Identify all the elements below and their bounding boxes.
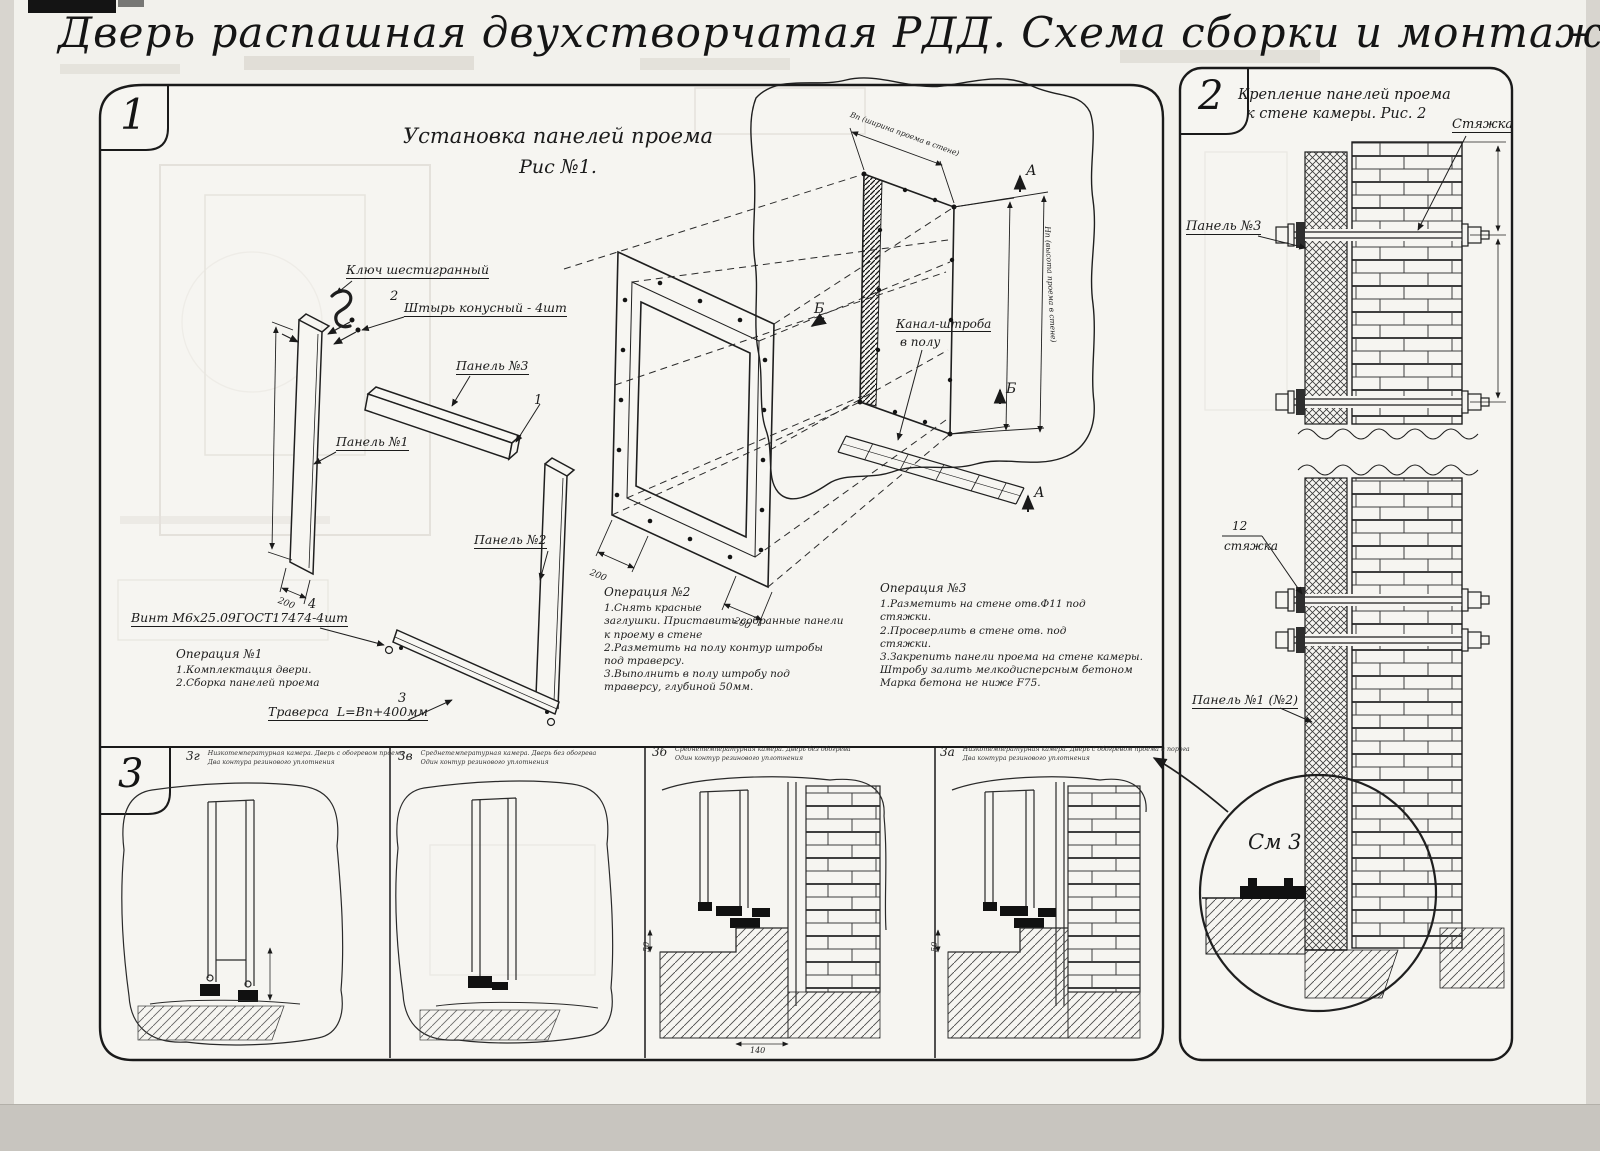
section-3-number: 3 bbox=[118, 751, 144, 797]
label-pin: Штырь конусный - 4шт bbox=[404, 300, 567, 317]
operation-3-block: Операция №3 1.Разметить на стене отв.Ф11… bbox=[880, 581, 1143, 690]
operation-2-title: Операция №2 bbox=[604, 585, 691, 599]
label-panel12: Панель №1 (№2) bbox=[1192, 692, 1299, 709]
section-mark-b-right: Б bbox=[1006, 381, 1017, 397]
dim-140-view3b: 140 bbox=[750, 1046, 766, 1055]
view-3v-id: 3в bbox=[398, 749, 413, 763]
label-channel-line1: Канал-штроба bbox=[896, 317, 992, 332]
projection-dashed-lines bbox=[563, 173, 955, 588]
callout-1: 1 bbox=[534, 393, 543, 408]
view-3a-caption: 3а Низкотемпературная камера. Дверь с об… bbox=[940, 745, 1190, 762]
callout-2: 2 bbox=[390, 289, 399, 304]
section-mark-b-left: Б bbox=[814, 301, 825, 317]
section-1-figure: Рис №1. bbox=[519, 156, 597, 178]
wall-opening-drawing bbox=[750, 77, 1096, 512]
section-2-heading-line2: к стене камеры. Рис. 2 bbox=[1246, 106, 1427, 122]
dim-50-view3b: 50 bbox=[642, 941, 651, 952]
threshold-details-drawing bbox=[121, 776, 1147, 1047]
exploded-view-drawing bbox=[267, 280, 576, 727]
assembled-frame-drawing bbox=[595, 250, 775, 627]
callout-3: 3 bbox=[398, 691, 407, 706]
label-tie-lower: стяжка bbox=[1224, 539, 1279, 553]
label-see-detail-3: См 3 bbox=[1248, 830, 1302, 854]
detail-circle-drawing bbox=[1152, 757, 1438, 1013]
label-panel2: Панель №2 bbox=[474, 532, 547, 549]
hex-key-icon bbox=[330, 289, 353, 329]
sheet-title: Дверь распашная двухстворчатая РДД. Схем… bbox=[58, 8, 1600, 57]
operation-1-block: Операция №1 1.Комплектация двери. 2.Сбор… bbox=[176, 647, 320, 690]
operation-3-title: Операция №3 bbox=[880, 581, 967, 595]
label-tie: Стяжка bbox=[1452, 117, 1514, 133]
label-channel-line2: в полу bbox=[900, 335, 941, 349]
dim-50-view3a: 50 bbox=[930, 941, 939, 952]
label-panel3-sec2: Панель №3 bbox=[1186, 219, 1262, 235]
view-3g-caption: 3г Низкотемпературная камера. Дверь с об… bbox=[186, 749, 404, 766]
section-1-heading: Установка панелей проема bbox=[402, 124, 714, 148]
section-mark-a-top: А bbox=[1026, 163, 1037, 179]
label-traverse: Траверса L=Bп+400мм bbox=[268, 704, 428, 721]
callout-4: 4 bbox=[308, 597, 317, 612]
operation-2-block: Операция №2 1.Снять красные заглушки. Пр… bbox=[604, 585, 844, 694]
section-mark-a-bottom: А bbox=[1034, 485, 1045, 501]
scan-edge bbox=[0, 1104, 1600, 1151]
wall-fastening-drawing bbox=[1222, 135, 1506, 989]
label-tie-count: 12 bbox=[1232, 519, 1248, 533]
operation-1-title: Операция №1 bbox=[176, 647, 263, 661]
scan-ghost-under bbox=[28, 0, 1320, 74]
label-panel1: Панель №1 bbox=[336, 434, 409, 451]
view-3v-caption: 3в Среднетемпературная камера. Дверь без… bbox=[398, 749, 597, 766]
section-2-number: 2 bbox=[1198, 73, 1224, 119]
label-hex-key: Ключ шестигранный bbox=[346, 262, 489, 279]
view-3g-id: 3г bbox=[186, 749, 200, 763]
view-3b-id: 3б bbox=[652, 745, 667, 759]
section-2-heading-line1: Крепление панелей проема bbox=[1238, 87, 1451, 103]
label-panel3: Панель №3 bbox=[456, 358, 529, 375]
section-1-number: 1 bbox=[120, 90, 147, 139]
label-screw: Винт М6х25.09ГОСТ17474-4шт bbox=[131, 610, 348, 627]
view-3a-id: 3а bbox=[940, 745, 955, 759]
view-3b-caption: 3б Среднетемпературная камера. Дверь без… bbox=[652, 745, 851, 762]
